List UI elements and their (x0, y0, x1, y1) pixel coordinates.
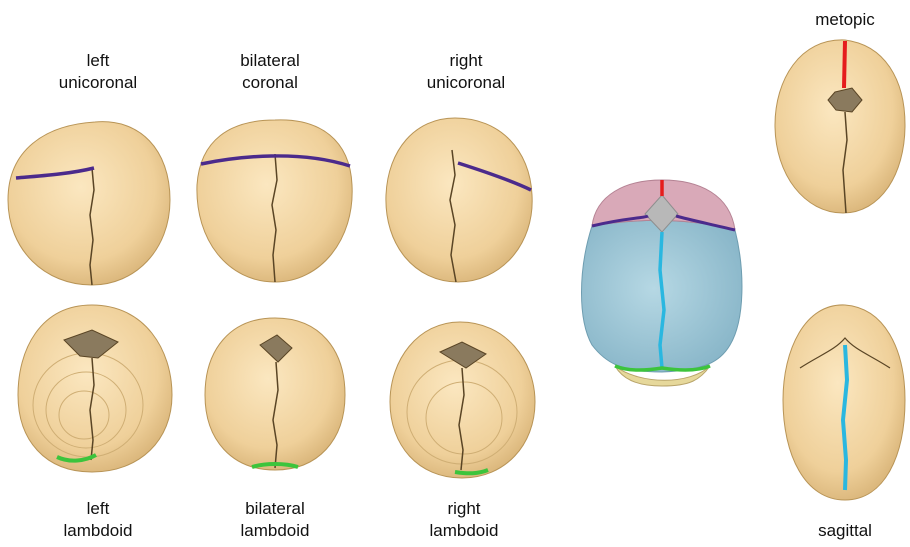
skull-left-lambdoid (18, 305, 172, 472)
metopic-suture-line (844, 41, 845, 88)
skull-outline (8, 122, 170, 285)
skull-right-unicoronal (386, 118, 532, 282)
skull-metopic (775, 40, 905, 213)
label-metopic: metopic (790, 9, 900, 31)
skull-bilateral-coronal (197, 120, 352, 282)
skull-bilateral-lambdoid (205, 318, 345, 470)
skull-outline (386, 118, 532, 282)
skull-left-unicoronal (8, 122, 170, 285)
label-sagittal: sagittal (790, 520, 900, 542)
skull-outline (775, 40, 905, 213)
skull-outline (197, 120, 352, 282)
skull-sagittal (783, 305, 905, 500)
schematic-skull (582, 180, 742, 386)
skull-right-lambdoid (390, 322, 535, 478)
